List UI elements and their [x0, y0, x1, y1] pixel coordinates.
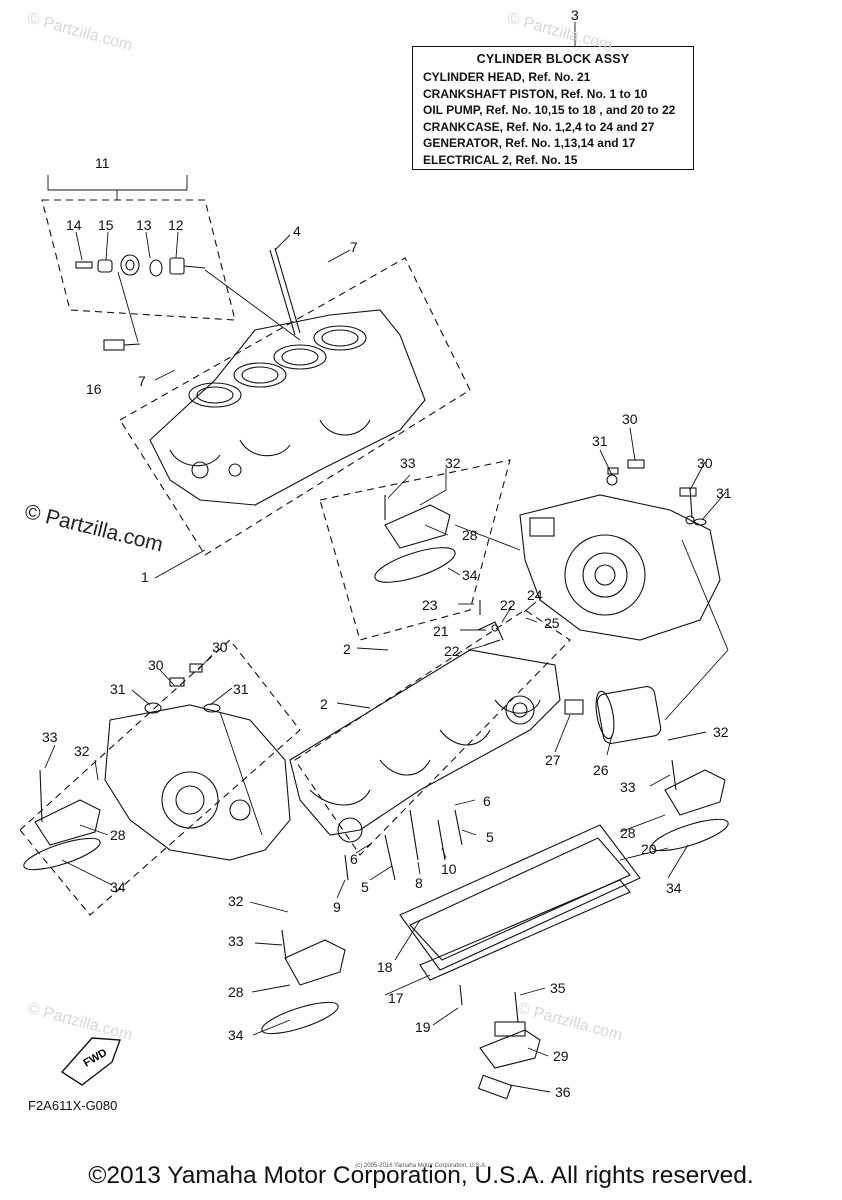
part-label: 15: [98, 217, 114, 233]
part-label: 33: [228, 933, 244, 949]
part-label: 34: [666, 880, 682, 896]
callout-line: ELECTRICAL 2, Ref. No. 15: [423, 152, 578, 167]
engine-mounts: [34, 504, 726, 1100]
part-label: 24: [527, 587, 543, 603]
part-label: 7: [350, 239, 358, 255]
crankcase: [289, 649, 561, 843]
part-label: 32: [74, 743, 90, 759]
part-label: 27: [545, 752, 561, 768]
part-label: 35: [550, 980, 566, 996]
part-label: 7: [138, 373, 146, 389]
callout-line: CYLINDER HEAD, Ref. No. 21: [423, 70, 591, 84]
part-label: 10: [441, 861, 457, 877]
part-label: 28: [620, 825, 636, 841]
callout-line: OIL PUMP, Ref. No. 10,15 to 18 , and 20 …: [423, 103, 676, 118]
oil-filter: [564, 686, 662, 744]
part-label: 25: [544, 615, 560, 631]
part-label: 1: [141, 569, 149, 585]
bolts: [39, 487, 693, 1023]
part-label: 28: [228, 984, 244, 1000]
part-label: 17: [388, 990, 404, 1006]
part-label: 22: [444, 643, 460, 659]
part-label: 26: [593, 762, 609, 778]
leader-lines: [44, 22, 729, 1093]
part-label: 32: [228, 893, 244, 909]
group-11-dashed-box: [41, 199, 236, 321]
part-label: 3: [571, 7, 579, 23]
part-label: 31: [233, 681, 249, 697]
fwd-label: FWD: [82, 1047, 110, 1070]
part-label: 34: [110, 879, 126, 895]
part-label: 29: [553, 1048, 569, 1064]
fwd-arrow-icon: [60, 1037, 121, 1086]
part-label: 13: [136, 217, 152, 233]
part-label: 2: [320, 696, 328, 712]
cylinder-block-callout: CYLINDER BLOCK ASSY CYLINDER HEAD, Ref. …: [412, 46, 694, 170]
part-label: 20: [641, 841, 657, 857]
crankcase-dashed-box: [294, 609, 571, 856]
part-label: 8: [415, 875, 423, 891]
part-label: 4: [293, 223, 301, 239]
part-label: 33: [620, 779, 636, 795]
part-label: 22: [500, 597, 516, 613]
part-label: 30: [622, 411, 638, 427]
callout-title: CYLINDER BLOCK ASSY: [476, 52, 630, 66]
oil-pressure-switch-parts: [75, 254, 206, 351]
part-label: 32: [445, 455, 461, 471]
part-label: 2: [343, 641, 351, 657]
part-label: 14: [66, 217, 82, 233]
part-label: 18: [377, 959, 393, 975]
part-label: 34: [228, 1027, 244, 1043]
part-label: 32: [713, 724, 729, 740]
part-label: 16: [86, 381, 102, 397]
cylinder-block-dashed-box: [119, 257, 471, 556]
part-label: 5: [486, 829, 494, 845]
part-label: 30: [697, 455, 713, 471]
part-label: 6: [350, 851, 358, 867]
callout-line: CRANKSHAFT PISTON, Ref. No. 1 to 10: [423, 86, 648, 101]
generator-cover-right: [519, 459, 721, 641]
part-label: 28: [110, 827, 126, 843]
part-label: 19: [415, 1019, 431, 1035]
diagram-code: F2A611X-G080: [28, 1098, 118, 1113]
cylinder-block: [149, 247, 426, 506]
callout-line: CRANKCASE, Ref. No. 1,2,4 to 24 and 27: [423, 119, 655, 134]
part-label: 23: [422, 597, 438, 613]
part-number-labels: 3 11 14 15 13 12 4 7 16 7 1 33 32 28 34 …: [42, 7, 732, 1100]
part-label: 34: [462, 567, 478, 583]
part-label: 31: [716, 485, 732, 501]
part-label: 33: [42, 729, 58, 745]
part-label: 5: [361, 879, 369, 895]
gaskets: [23, 547, 729, 1035]
tiny-copyright: (c) 2005-2016 Yamaha Motor Corporation, …: [355, 1163, 487, 1169]
copyright-footer: ©2013 Yamaha Motor Corporation, U.S.A. A…: [88, 1162, 754, 1189]
part-label: 36: [555, 1084, 571, 1100]
part-label: 9: [333, 899, 341, 915]
part-label: 21: [433, 623, 449, 639]
center-dashed-box: [319, 459, 511, 641]
part-label: 33: [400, 455, 416, 471]
part-label: 6: [483, 793, 491, 809]
callout-line: GENERATOR, Ref. No. 1,13,14 and 17: [423, 136, 636, 151]
part-label: 11: [95, 155, 110, 171]
part-label: 31: [110, 681, 126, 697]
part-label: 12: [168, 217, 184, 233]
part-label: 31: [592, 433, 608, 449]
generator-cover-left: [104, 663, 291, 861]
part-label: 30: [148, 657, 164, 673]
part-label: 30: [212, 639, 228, 655]
lower-left-dashed-box: [19, 639, 301, 916]
part-label: 28: [462, 527, 478, 543]
